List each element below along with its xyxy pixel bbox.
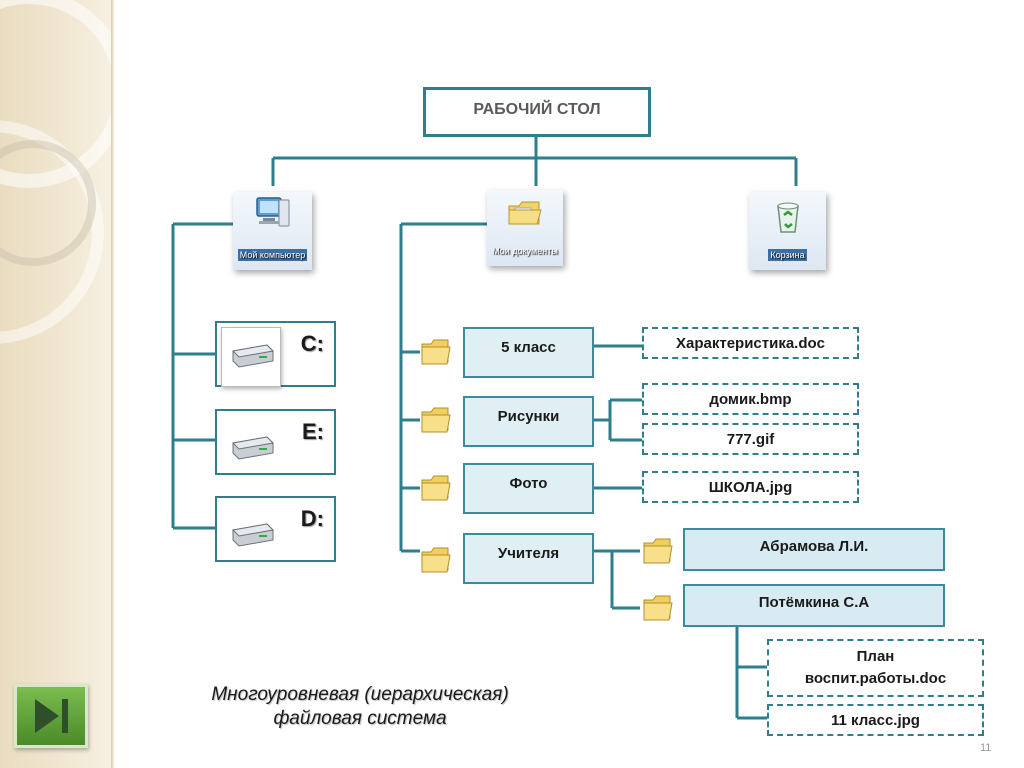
folder-foto[interactable]: Фото <box>463 463 594 514</box>
folder-label: Учителя <box>497 545 560 562</box>
play-end-icon <box>35 699 68 733</box>
folder-icon <box>421 547 451 573</box>
file-item[interactable]: 11 класс.jpg <box>767 704 984 736</box>
file-label: Характеристика.doc <box>675 334 826 352</box>
file-label: 11 класс.jpg <box>831 711 920 729</box>
recycle-bin-desktop-icon[interactable]: Корзина <box>749 192 826 270</box>
folder-label: Фото <box>509 475 548 492</box>
root-label: РАБОЧИЙ СТОЛ <box>473 101 601 118</box>
file-item[interactable]: 777.gif <box>642 423 859 455</box>
folder-label: 5 класс <box>501 339 556 356</box>
my-computer-label: Мой компьютер <box>237 249 308 261</box>
file-label: ШКОЛА.jpg <box>708 478 793 496</box>
hard-drive-icon <box>231 523 275 547</box>
file-item[interactable]: План воспит.работы.doc <box>767 639 984 697</box>
computer-icon <box>256 197 290 227</box>
drive-letter: D: <box>300 506 324 531</box>
documents-folder-icon <box>508 201 542 225</box>
teacher-folder[interactable]: Абрамова Л.И. <box>683 528 945 571</box>
my-documents-label: Мои документы <box>492 246 558 256</box>
recycle-bin-label: Корзина <box>768 249 807 261</box>
decorative-ring <box>0 140 96 266</box>
drive-c[interactable]: C: <box>215 321 336 387</box>
my-computer-icon[interactable]: Мой компьютер <box>233 192 312 270</box>
root-node: РАБОЧИЙ СТОЛ <box>423 87 651 137</box>
hard-drive-icon <box>231 436 275 460</box>
folder-icon <box>643 595 673 621</box>
recycle-bin-icon <box>777 202 799 233</box>
folder-5-klass[interactable]: 5 класс <box>463 327 594 378</box>
drive-d[interactable]: D: <box>215 496 336 562</box>
folder-risunki[interactable]: Рисунки <box>463 396 594 447</box>
file-label: 777.gif <box>726 430 775 448</box>
hard-drive-icon <box>231 344 275 368</box>
decorative-sidebar <box>0 0 113 768</box>
next-slide-button[interactable] <box>14 684 88 748</box>
file-item[interactable]: домик.bmp <box>642 383 859 415</box>
file-label: План воспит.работы.doc <box>804 648 947 687</box>
folder-icon <box>421 407 451 433</box>
slide-caption: Многоуровневая (иерархическая) файловая … <box>160 683 560 731</box>
folder-icon <box>421 339 451 365</box>
teacher-label: Потёмкина С.А <box>758 594 870 611</box>
folder-icon <box>421 475 451 501</box>
drive-e[interactable]: E: <box>215 409 336 475</box>
my-documents-icon[interactable]: Мои документы <box>487 190 563 266</box>
drive-letter: C: <box>300 331 324 356</box>
drive-letter: E: <box>302 419 324 444</box>
teacher-folder[interactable]: Потёмкина С.А <box>683 584 945 627</box>
folder-label: Рисунки <box>497 408 560 425</box>
sidebar-edge <box>111 0 115 768</box>
folder-icon <box>643 538 673 564</box>
file-item[interactable]: Характеристика.doc <box>642 327 859 359</box>
caption-line-1: Многоуровневая (иерархическая) <box>211 684 509 705</box>
file-label: домик.bmp <box>709 390 792 408</box>
folder-uchitelya[interactable]: Учителя <box>463 533 594 584</box>
caption-line-2: файловая система <box>273 708 447 729</box>
page-number: 11 <box>980 742 992 754</box>
file-item[interactable]: ШКОЛА.jpg <box>642 471 859 503</box>
teacher-label: Абрамова Л.И. <box>759 538 869 555</box>
